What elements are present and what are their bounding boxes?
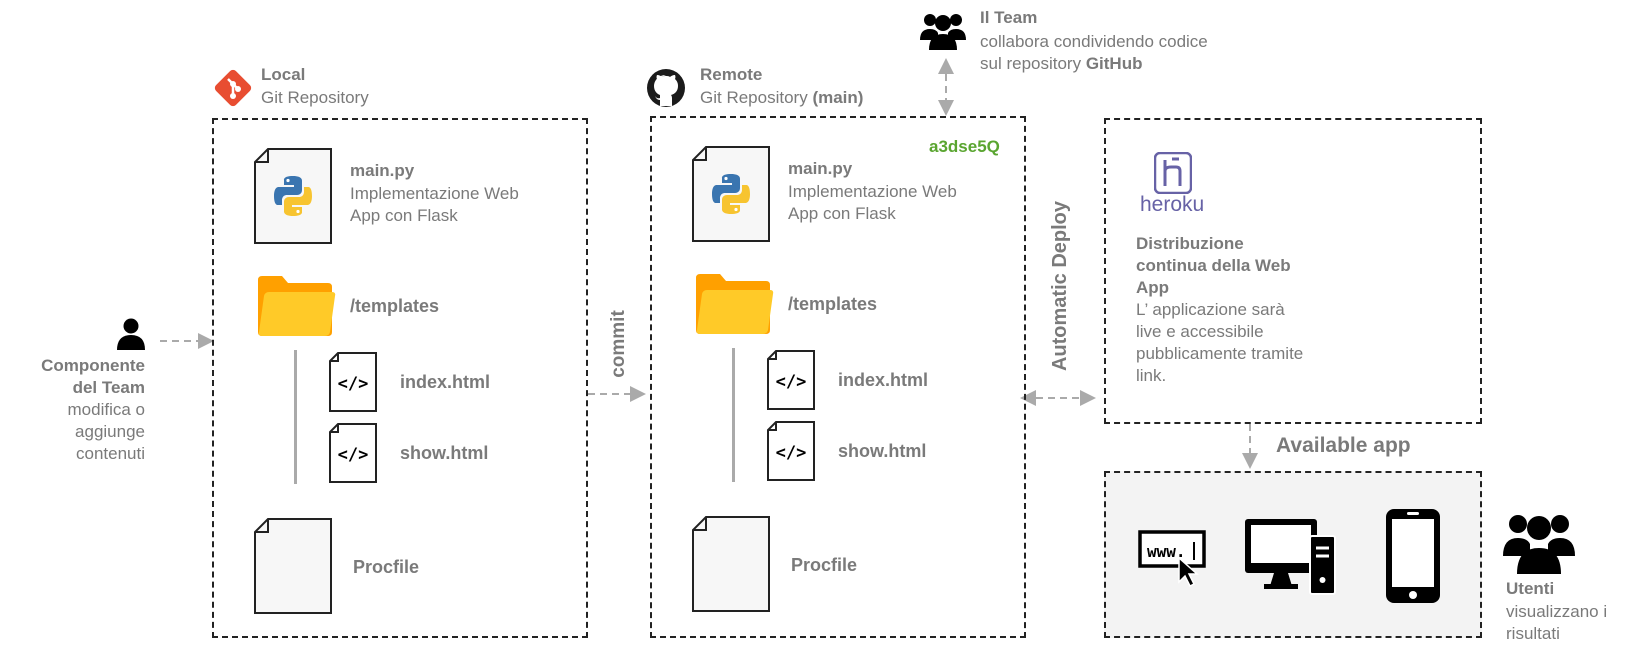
- local-subtitle: Git Repository: [261, 88, 369, 107]
- local-main-desc-1: Implementazione Web: [350, 184, 519, 203]
- svg-text:</>: </>: [776, 372, 807, 392]
- remote-templates: /templates: [788, 294, 878, 314]
- heroku-desc-3: pubblicamente tramite: [1136, 344, 1304, 363]
- remote-show-file: show.html: [838, 441, 927, 461]
- component-line2: del Team: [72, 378, 145, 397]
- team-icon: [920, 8, 966, 55]
- local-show-file: show.html: [400, 443, 489, 463]
- users-desc-2: risultati: [1506, 624, 1560, 643]
- local-main-file: main.py: [350, 161, 415, 180]
- remote-procfile: Procfile: [791, 555, 858, 575]
- html-file-icon: </>: [329, 423, 377, 488]
- github-icon: [646, 68, 686, 113]
- component-line3: modifica o: [67, 400, 145, 419]
- heroku-desc: L’ applicazione sarà live e accessibile …: [1136, 299, 1303, 387]
- heroku-title-2: continua della Web: [1136, 256, 1291, 275]
- users-desc-1: visualizzano i: [1506, 602, 1608, 621]
- remote-repo-box: [650, 116, 1026, 638]
- team-desc-line1: collabora condividendo codice: [980, 32, 1208, 51]
- folder-icon: [256, 274, 336, 343]
- commit-hash: a3dse5Q: [929, 137, 1000, 156]
- desktop-computer-icon: [1244, 518, 1336, 601]
- remote-main-file: main.py: [788, 159, 853, 178]
- heroku-logo-icon: [1153, 151, 1193, 199]
- team-title: Il Team: [980, 8, 1038, 27]
- local-title: Local: [261, 65, 306, 84]
- remote-subtitle-text: Git Repository: [700, 88, 813, 107]
- team-desc-github: GitHub: [1085, 54, 1143, 73]
- local-repo-box: [212, 118, 588, 638]
- procfile-icon: [692, 516, 770, 617]
- browser-text: www.: [1147, 542, 1186, 561]
- remote-index-file: index.html: [838, 370, 929, 390]
- svg-text:</>: </>: [776, 443, 807, 463]
- component-line4: aggiunge: [75, 422, 145, 441]
- component-line1: Componente: [41, 356, 145, 375]
- smartphone-icon: [1385, 508, 1441, 609]
- remote-title: Remote: [700, 65, 763, 84]
- heroku-title-3: App: [1136, 278, 1170, 297]
- local-index-file: index.html: [400, 372, 491, 392]
- team-desc-prefix: sul repository: [980, 54, 1086, 73]
- remote-main-desc-2: App con Flask: [788, 204, 896, 223]
- heroku-desc-2: live e accessibile: [1136, 322, 1264, 341]
- html-file-icon: </>: [767, 421, 815, 486]
- folder-icon: [694, 272, 774, 341]
- web-link-icon: www.: [1138, 530, 1212, 593]
- local-tree-line: [294, 350, 297, 484]
- heroku-logo-text: heroku: [1140, 193, 1205, 216]
- local-main-desc-2: App con Flask: [350, 206, 458, 225]
- git-icon: [213, 68, 253, 113]
- html-file-icon: </>: [767, 350, 815, 415]
- remote-branch: (main): [812, 88, 864, 107]
- python-file-icon: [254, 148, 332, 249]
- heroku-box: [1104, 118, 1482, 424]
- component-line5: contenuti: [76, 444, 145, 463]
- svg-text:</>: </>: [338, 445, 369, 465]
- local-templates: /templates: [350, 296, 440, 316]
- heroku-title: Distribuzione continua della Web App: [1136, 233, 1291, 299]
- heroku-title-1: Distribuzione: [1136, 234, 1244, 253]
- html-file-icon: </>: [329, 352, 377, 417]
- users-title: Utenti: [1506, 579, 1555, 598]
- remote-subtitle: Git Repository (main): [700, 87, 863, 109]
- commit-label: commit: [608, 310, 629, 378]
- users-icon: [1503, 508, 1575, 579]
- heroku-desc-1: L’ applicazione sarà: [1136, 300, 1285, 319]
- user-icon: [117, 318, 145, 355]
- procfile-icon: [254, 518, 332, 619]
- deploy-label: Automatic Deploy: [1049, 200, 1071, 372]
- heroku-desc-4: link.: [1136, 366, 1167, 385]
- python-file-icon: [692, 146, 770, 247]
- remote-main-desc-1: Implementazione Web: [788, 182, 957, 201]
- available-app-label: Available app: [1276, 434, 1411, 457]
- svg-text:</>: </>: [338, 374, 369, 394]
- local-procfile: Procfile: [353, 557, 420, 577]
- remote-tree-line: [732, 348, 735, 482]
- component-label: Componente del Team modifica o aggiunge …: [0, 355, 145, 465]
- team-desc-line2: sul repository GitHub: [980, 53, 1142, 75]
